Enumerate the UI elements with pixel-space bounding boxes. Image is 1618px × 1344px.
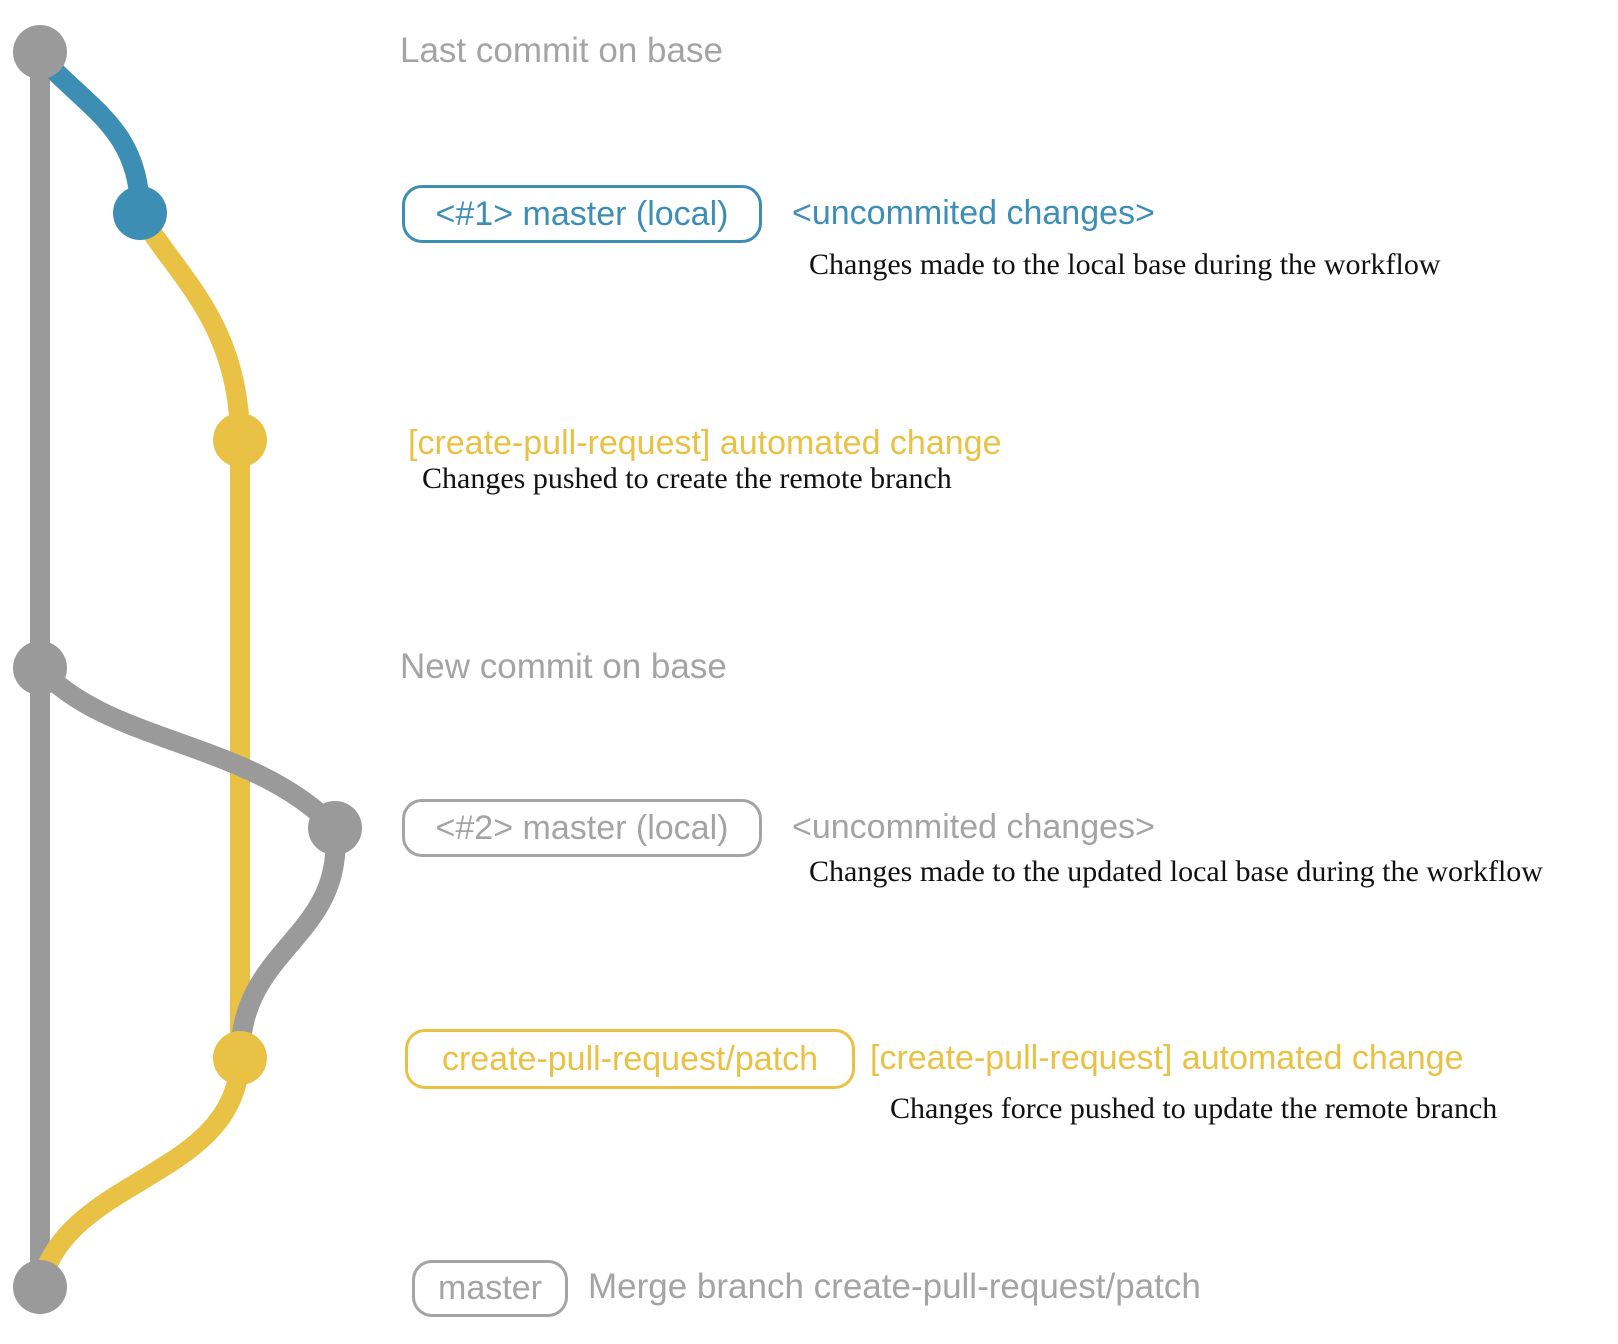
- push2-message: [create-pull-request] automated change: [870, 1039, 1464, 1077]
- commit-graph: [13, 25, 362, 1314]
- new-commit-label: New commit on base: [400, 647, 727, 686]
- remote-branch-line: [130, 203, 250, 1068]
- commit2-description: Changes made to the updated local base d…: [809, 855, 1543, 888]
- branch-tag-label: master: [438, 1269, 542, 1307]
- branch-tag-master-local-2: <#2> master (local): [402, 799, 762, 857]
- branch-tag-master-local-1: <#1> master (local): [402, 185, 762, 243]
- rebase-curve-upper: [30, 658, 345, 838]
- commit-dot-remote-2: [213, 1031, 267, 1085]
- commit1-message: <uncommited changes>: [792, 194, 1155, 232]
- commit-dot-merge: [13, 1260, 67, 1314]
- push1-message: [create-pull-request] automated change: [408, 424, 1002, 462]
- push2-description: Changes force pushed to update the remot…: [890, 1092, 1498, 1125]
- commit1-description: Changes made to the local base during th…: [809, 248, 1441, 281]
- branch-tag-create-pull-request-patch: create-pull-request/patch: [405, 1029, 855, 1089]
- branch-tag-master: master: [412, 1260, 568, 1317]
- branch-tag-label: <#1> master (local): [435, 194, 729, 233]
- branch-tag-label: <#2> master (local): [435, 808, 729, 847]
- merge-message: Merge branch create-pull-request/patch: [588, 1267, 1201, 1306]
- push1-description: Changes pushed to create the remote bran…: [422, 462, 952, 495]
- commit-dot-local-1: [113, 186, 167, 240]
- rebase-curve-lower: [230, 818, 346, 1068]
- commit2-message: <uncommited changes>: [792, 808, 1155, 846]
- branch-tag-label: create-pull-request/patch: [441, 1039, 819, 1078]
- commit-dot-new-base: [13, 641, 67, 695]
- merge-curve: [30, 1048, 250, 1297]
- commit-dot-local-2: [308, 801, 362, 855]
- last-commit-label: Last commit on base: [400, 31, 723, 70]
- commit-dot-remote-1: [213, 413, 267, 467]
- commit-dot-last-base: [13, 25, 67, 79]
- local-branch-curve: [32, 48, 150, 223]
